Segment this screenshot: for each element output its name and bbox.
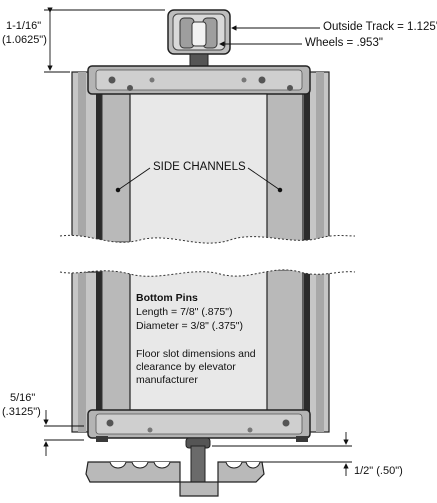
side-channels-label: SIDE CHANNELS <box>153 161 246 173</box>
top-dimension-decimal: (1.0625") <box>2 34 47 46</box>
side-dimension-fraction: 5/16" <box>10 392 36 404</box>
bottom-pins-length: Length = 7/8" (.875") <box>136 306 233 318</box>
lower-gate-panel <box>71 267 330 442</box>
side-dimension-decimal: (.3125") <box>2 406 41 418</box>
bottom-pin-assembly <box>85 437 265 497</box>
break-line-lower <box>60 262 355 277</box>
floor-slot-note-1: Floor slot dimensions and <box>136 348 256 360</box>
bottom-pins-diameter: Diameter = 3/8" (.375") <box>136 320 243 332</box>
outside-track-label: Outside Track = 1.125" <box>323 21 437 33</box>
bottom-dimension: 1/2" (.50") <box>354 465 403 477</box>
top-roller-assembly <box>167 9 231 69</box>
upper-gate-panel <box>71 65 330 245</box>
floor-slot-note-3: manufacturer <box>136 374 198 386</box>
break-line-upper <box>60 235 355 260</box>
top-dimension-fraction: 1-1/16" <box>6 20 42 32</box>
floor-slot-note-2: clearance by elevator <box>136 361 236 373</box>
bottom-pins-title: Bottom Pins <box>136 292 198 304</box>
dimension-lines <box>43 7 352 476</box>
wheels-label: Wheels = .953" <box>305 37 383 49</box>
